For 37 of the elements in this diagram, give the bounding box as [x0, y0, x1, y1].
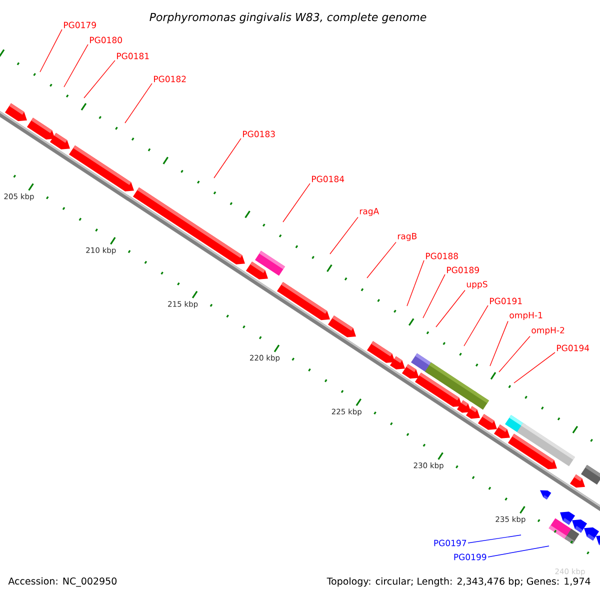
leader-line	[64, 44, 88, 88]
leader-line	[468, 534, 522, 544]
gene-label: uppS	[466, 280, 488, 290]
leader-line	[124, 83, 152, 124]
leader-line	[330, 216, 358, 254]
gene-label: PG0183	[243, 130, 275, 138]
gene-label: ragA	[360, 208, 380, 216]
genome-info-text: Topology: circular; Length: 2,343,476 bp; Genes: 1,974	[326, 577, 590, 587]
leader-line	[366, 242, 396, 278]
gene-label: PG0180	[90, 36, 122, 44]
gene-label: PG0184	[312, 176, 344, 182]
leader-line	[84, 60, 116, 98]
leader-line	[464, 305, 488, 346]
leader-line	[490, 320, 508, 366]
leader-line	[282, 183, 310, 222]
leader-line	[514, 352, 556, 384]
leader-line	[214, 138, 242, 178]
gene-label: PG0189	[447, 266, 479, 274]
gene-label: PG0197	[434, 540, 466, 546]
gene-label: PG0182	[154, 76, 186, 82]
accession-text: Accession: NC_002950	[8, 577, 117, 587]
gene-label: PG0181	[117, 52, 149, 60]
gene-label: PG0191	[490, 298, 522, 304]
leader-line	[488, 546, 550, 558]
leader-line	[406, 260, 424, 306]
gene-label: ragB	[398, 233, 417, 241]
gene-label: PG0199	[454, 554, 486, 560]
leader-line	[40, 29, 62, 72]
gene-label: PG0179	[64, 22, 96, 28]
leader-line	[422, 274, 446, 318]
gene-label: PG0188	[426, 252, 458, 260]
leader-line	[498, 336, 530, 372]
gene-label: ompH-1	[510, 312, 542, 320]
gene-label: PG0194	[557, 344, 590, 352]
leader-line	[436, 290, 466, 328]
title: Porphyromonas gingivalis W83, complete genome	[150, 12, 426, 24]
gene-label: ompH-2	[532, 326, 564, 336]
